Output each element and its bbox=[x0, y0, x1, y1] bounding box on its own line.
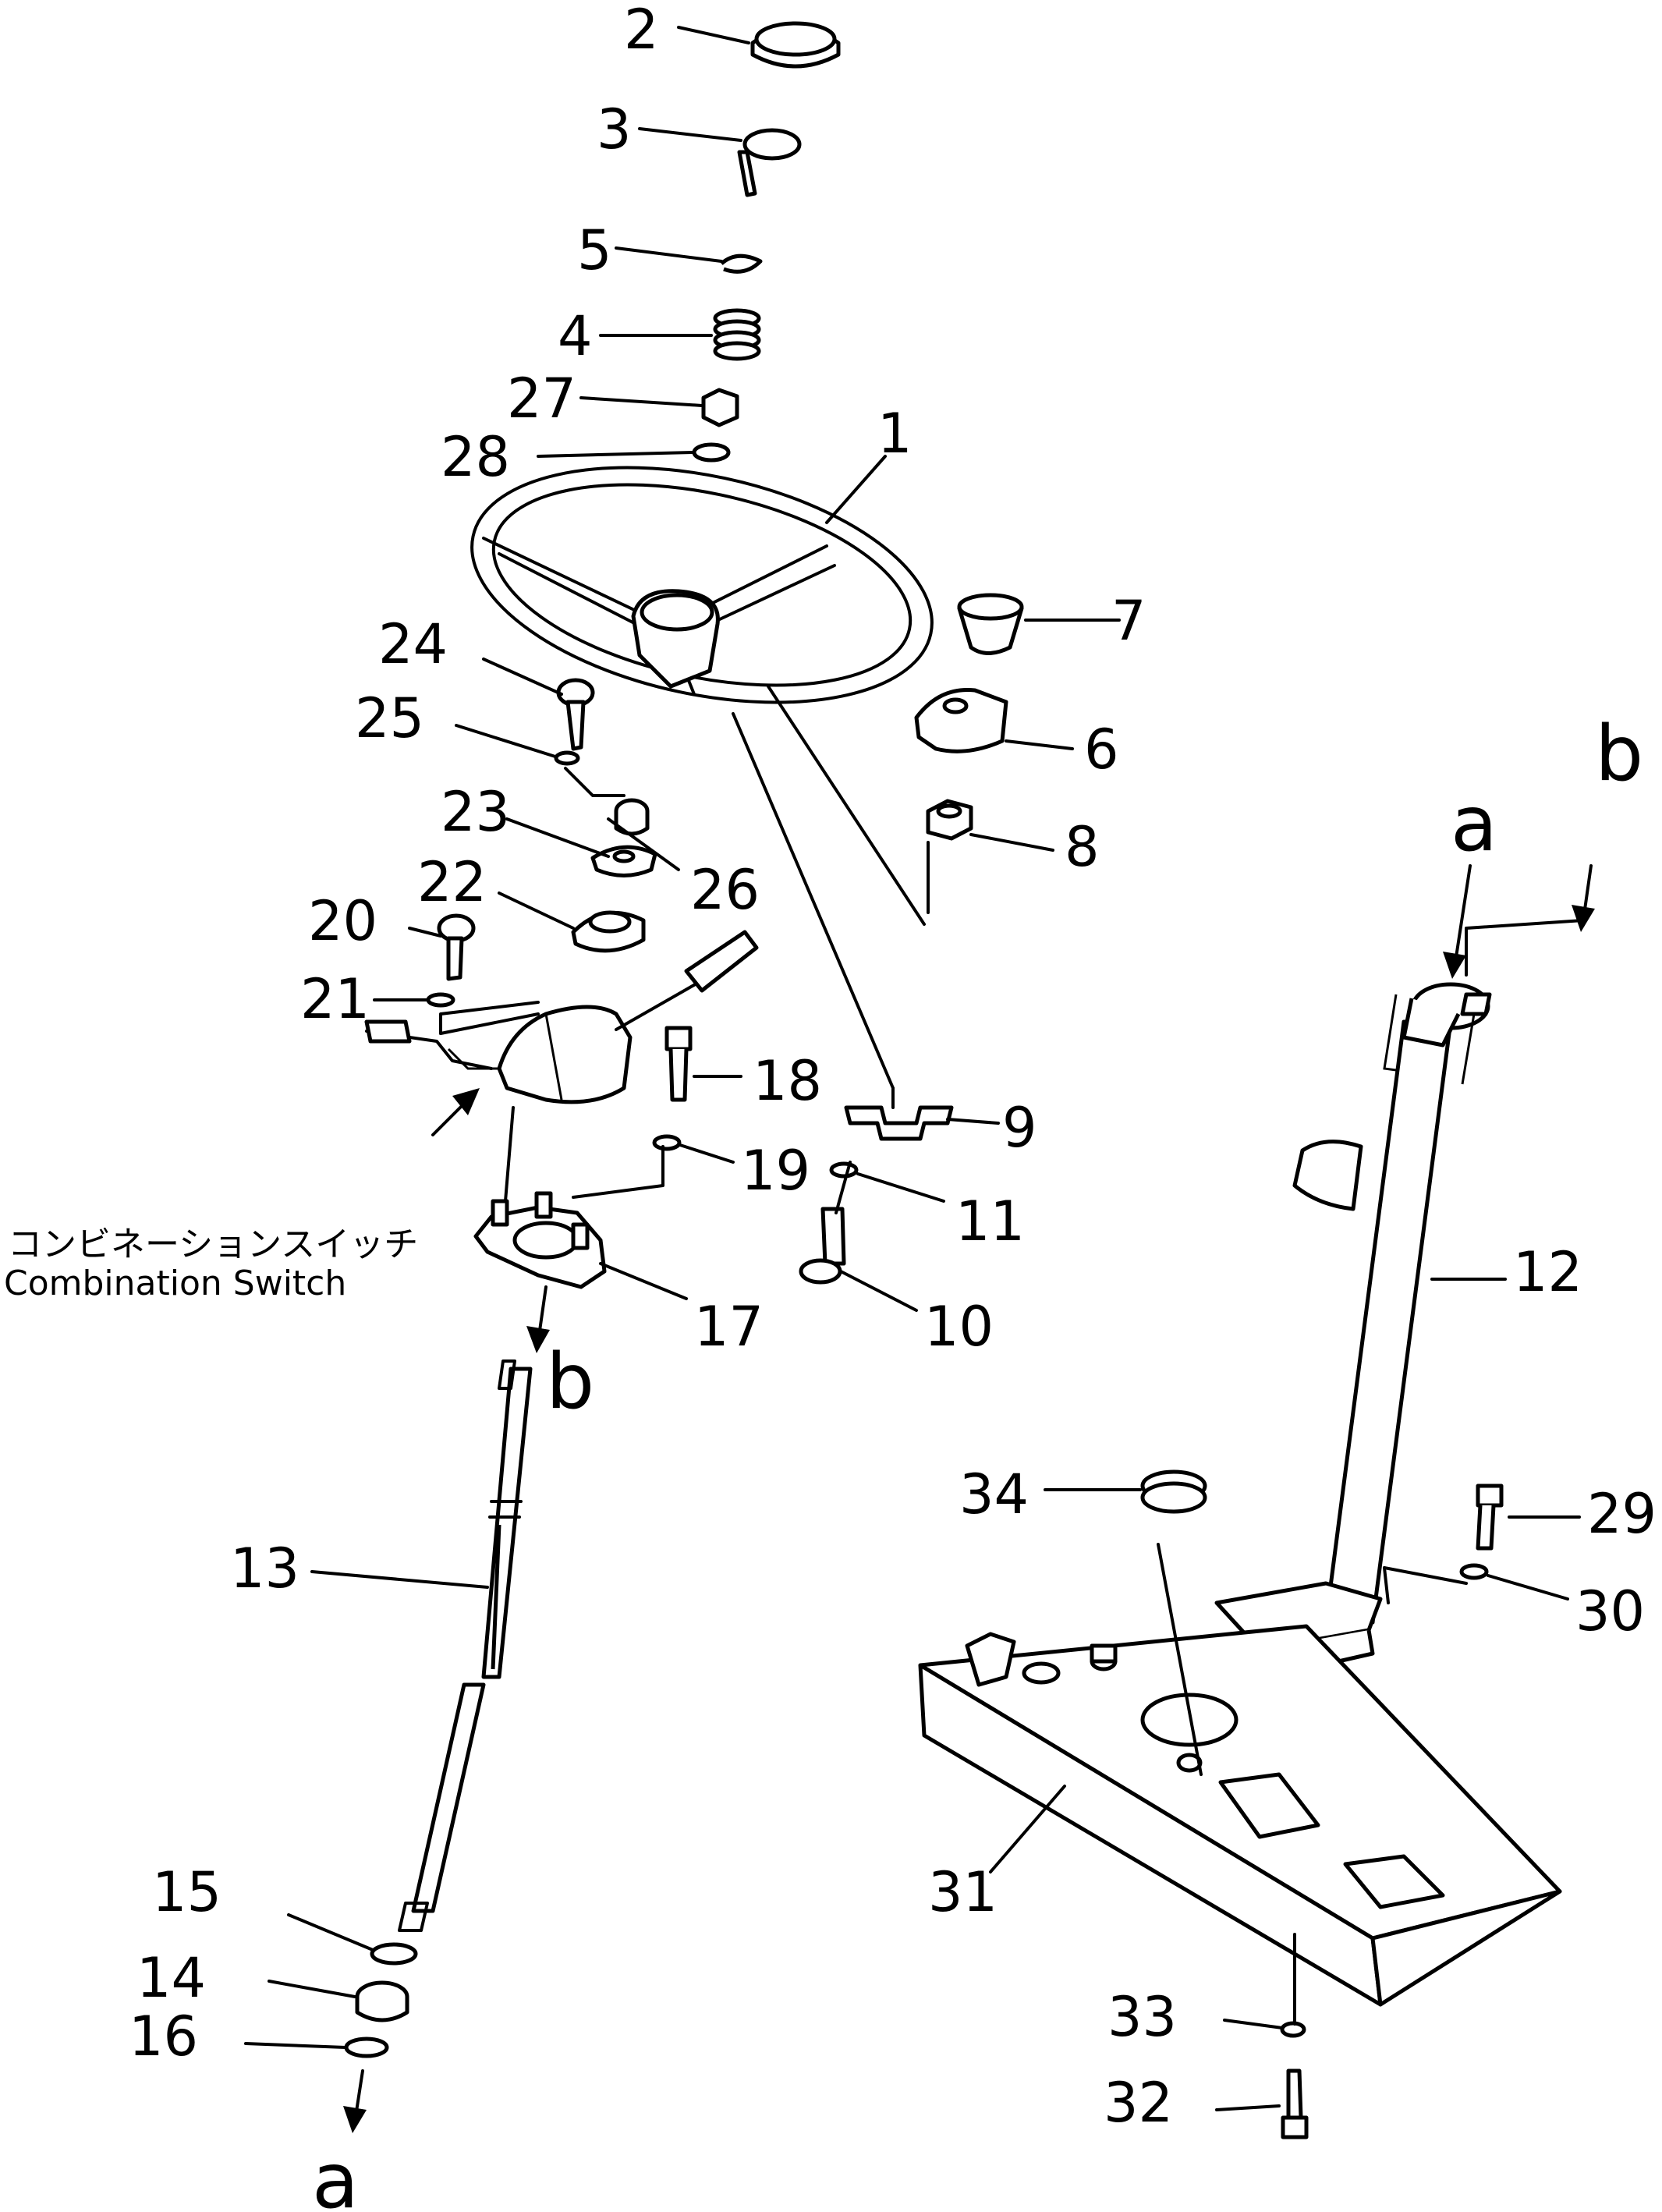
combination-switch-label-en: Combination Switch bbox=[4, 1264, 346, 1303]
callout-27: 27 bbox=[507, 367, 576, 431]
part-24-screw bbox=[556, 678, 595, 751]
callout-14: 14 bbox=[136, 1946, 206, 2010]
part-27-nut bbox=[701, 388, 739, 427]
callout-23: 23 bbox=[441, 780, 510, 844]
callout-8: 8 bbox=[1065, 815, 1100, 879]
callout-20: 20 bbox=[308, 889, 377, 953]
callout-28: 28 bbox=[441, 425, 510, 489]
callout-5: 5 bbox=[577, 218, 612, 282]
callout-22: 22 bbox=[417, 850, 487, 914]
callout-6: 6 bbox=[1084, 718, 1119, 782]
callout-29: 29 bbox=[1587, 1482, 1657, 1546]
part-31-mounting-plate bbox=[918, 1624, 1562, 2007]
connection-mark-b-mid: b bbox=[546, 1338, 594, 1427]
part-25-washer bbox=[554, 750, 580, 766]
part-9-clamp bbox=[844, 1105, 954, 1141]
connection-arrows bbox=[343, 864, 1595, 2133]
part-32-bolt bbox=[1281, 2068, 1309, 2139]
callout-10: 10 bbox=[924, 1295, 994, 1359]
part-23-plate bbox=[590, 845, 657, 877]
part-26-collar bbox=[614, 798, 650, 836]
callout-34: 34 bbox=[959, 1462, 1029, 1526]
part-2-horn-cap bbox=[750, 21, 841, 69]
part-19-washer bbox=[652, 1134, 682, 1151]
connection-mark-b-top: b bbox=[1595, 710, 1643, 799]
callout-33: 33 bbox=[1107, 1985, 1177, 2049]
callout-19: 19 bbox=[741, 1139, 810, 1203]
part-33-washer bbox=[1280, 2021, 1306, 2038]
callout-16: 16 bbox=[129, 2005, 198, 2068]
combination-switch-label-jp: コンビネーションスイッチ bbox=[8, 1225, 418, 1264]
callout-31: 31 bbox=[928, 1860, 998, 1924]
callout-11: 11 bbox=[955, 1189, 1025, 1253]
callout-13: 13 bbox=[230, 1537, 299, 1601]
part-16-snap-ring bbox=[344, 2037, 389, 2058]
part-28-washer bbox=[692, 442, 731, 463]
part-8-nut bbox=[926, 799, 973, 841]
part-6-cover bbox=[914, 687, 1008, 753]
part-17-bracket bbox=[473, 1191, 607, 1289]
part-4-spring bbox=[713, 308, 761, 361]
callout-2: 2 bbox=[624, 0, 659, 62]
part-3-horn-button bbox=[737, 128, 802, 197]
callout-25: 25 bbox=[355, 686, 424, 750]
part-29-bolt bbox=[1476, 1484, 1504, 1551]
part-11-washer bbox=[829, 1161, 859, 1179]
callout-3: 3 bbox=[597, 97, 632, 161]
callout-labels: 2 3 5 4 27 28 1 7 6 8 24 25 23 26 22 20 … bbox=[129, 0, 1657, 2135]
part-12-steering-column bbox=[1214, 982, 1492, 1675]
part-1-steering-wheel bbox=[470, 466, 934, 704]
callout-17: 17 bbox=[694, 1295, 764, 1359]
callout-21: 21 bbox=[300, 967, 370, 1031]
part-22-cancel-cam bbox=[571, 910, 646, 953]
callout-30: 30 bbox=[1575, 1579, 1645, 1643]
part-14-bearing bbox=[355, 1980, 409, 2022]
part-13-steering-shaft bbox=[398, 1359, 533, 1932]
part-34-grommet bbox=[1140, 1469, 1207, 1514]
callout-18: 18 bbox=[753, 1049, 822, 1113]
callout-4: 4 bbox=[558, 304, 593, 368]
callout-12: 12 bbox=[1513, 1240, 1582, 1304]
callout-26: 26 bbox=[690, 858, 760, 922]
callout-1: 1 bbox=[877, 402, 913, 466]
part-21-washer bbox=[426, 992, 455, 1008]
connection-letters: b a b a bbox=[312, 710, 1643, 2212]
callout-7: 7 bbox=[1111, 589, 1146, 653]
part-30-washer bbox=[1459, 1563, 1489, 1580]
part-5-snap-ring bbox=[720, 253, 763, 274]
part-10-bolt bbox=[799, 1207, 846, 1285]
combination-switch-body bbox=[364, 930, 759, 1104]
combination-switch-label: コンビネーションスイッチ Combination Switch bbox=[4, 1225, 418, 1303]
callout-24: 24 bbox=[378, 612, 448, 676]
connection-mark-a-top: a bbox=[1451, 780, 1497, 869]
callout-15: 15 bbox=[152, 1860, 221, 1924]
callout-32: 32 bbox=[1104, 2071, 1173, 2135]
connection-mark-a-bottom: a bbox=[312, 2137, 359, 2212]
part-15-ring bbox=[370, 1942, 418, 1966]
part-20-screw bbox=[437, 913, 476, 981]
part-7-knob bbox=[957, 593, 1024, 655]
leader-lines bbox=[244, 26, 1581, 2111]
callout-9: 9 bbox=[1002, 1096, 1037, 1160]
part-18-bolt bbox=[664, 1026, 693, 1102]
